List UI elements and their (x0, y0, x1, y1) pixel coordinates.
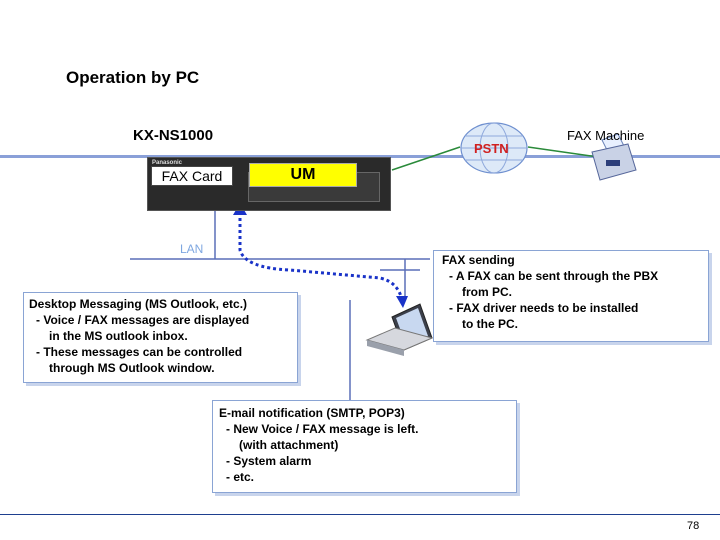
desktop-messaging-callout: Desktop Messaging (MS Outlook, etc.) - V… (23, 292, 298, 383)
laptop-icon (365, 303, 434, 356)
callout-line: from PC. (462, 285, 513, 299)
fax-machine-label: FAX Machine (567, 128, 645, 143)
fax-machine-icon (591, 133, 637, 181)
callout-heading: E-mail notification (SMTP, POP3) (219, 406, 405, 420)
callout-line: - A FAX can be sent through the PBX (449, 269, 659, 283)
callout-line: - FAX driver needs to be installed (449, 301, 639, 315)
callout-line: to the PC. (462, 317, 518, 331)
pbx-model-label: KX-NS1000 (133, 127, 214, 144)
pstn-label: PSTN (474, 141, 509, 156)
callout-line: - New Voice / FAX message is left. (226, 422, 419, 436)
pstn-line-right (527, 146, 599, 158)
header-band (0, 155, 720, 158)
email-notification-callout: E-mail notification (SMTP, POP3) - New V… (212, 400, 517, 493)
callout-line: - Voice / FAX messages are displayed (36, 313, 250, 327)
pbx-brand-logo: Panasonic (152, 160, 183, 166)
callout-heading: Desktop Messaging (MS Outlook, etc.) (29, 297, 248, 311)
callout-line: - etc. (226, 470, 255, 484)
callout-heading: FAX sending (442, 253, 515, 267)
callout-line: (with attachment) (239, 438, 339, 452)
lan-label: LAN (180, 242, 204, 256)
callout-line: - These messages can be controlled (36, 345, 243, 359)
callout-line: - System alarm (226, 454, 312, 468)
pstn-line-left (391, 146, 461, 171)
callout-line: in the MS outlook inbox. (49, 329, 188, 343)
fax-sending-callout: FAX sending - A FAX can be sent through … (433, 250, 709, 342)
fax-card-label: FAX Card (151, 166, 233, 186)
page-title: Operation by PC (66, 68, 200, 87)
page-number: 78 (687, 520, 700, 532)
um-dashed-arrow (238, 212, 404, 301)
pstn-globe-icon (460, 122, 528, 174)
footer-divider (0, 514, 720, 515)
um-label: UM (249, 163, 357, 187)
arrow-head-down (396, 296, 408, 308)
callout-line: through MS Outlook window. (49, 361, 215, 375)
